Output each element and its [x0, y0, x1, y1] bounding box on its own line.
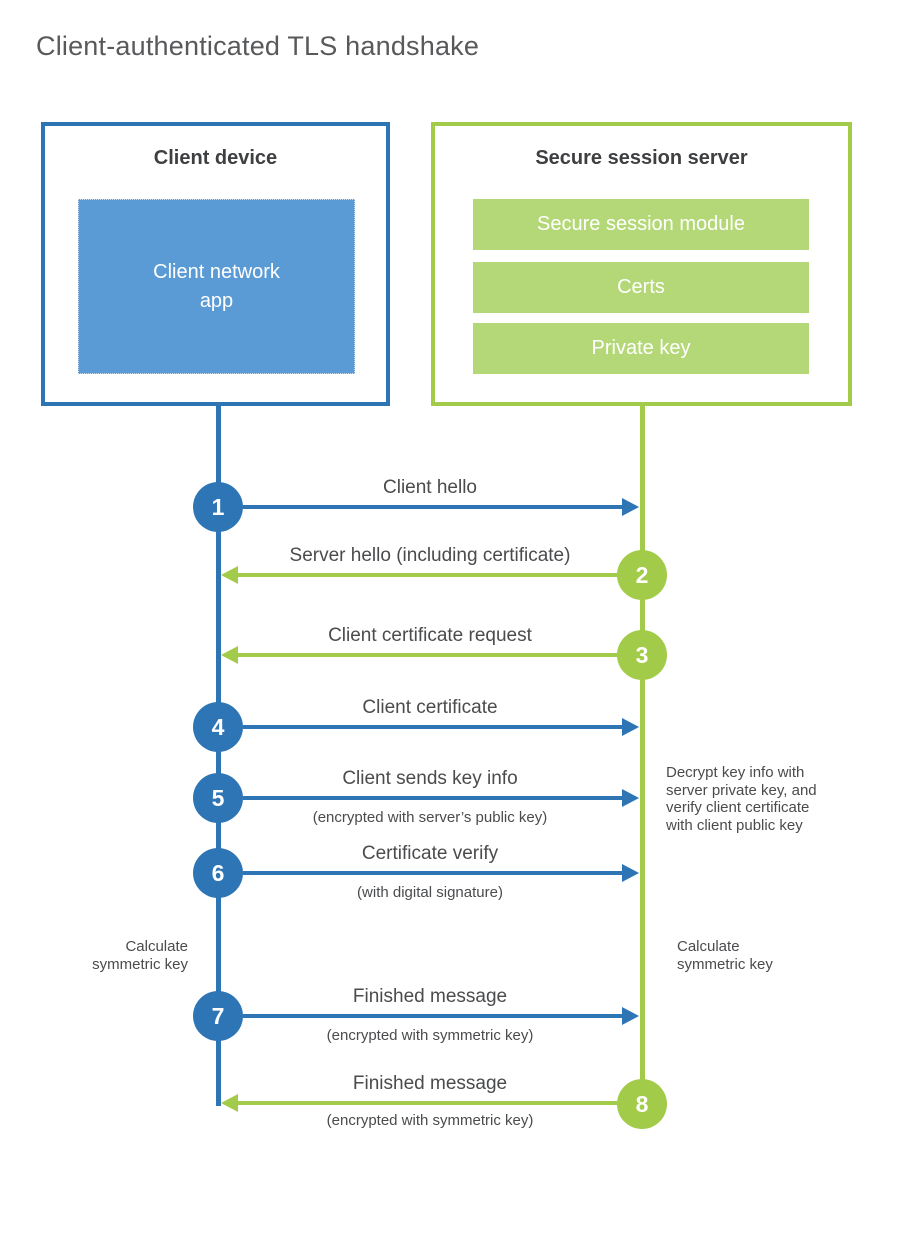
step-3-label: Client certificate request: [328, 625, 532, 646]
arrow-shaft: [243, 871, 625, 875]
arrow-head-icon: [622, 1007, 639, 1025]
step-4-label: Client certificate: [362, 697, 498, 718]
arrow-head-icon: [221, 646, 238, 664]
step-6-circle: 6: [193, 848, 243, 898]
arrow-head-icon: [622, 498, 639, 516]
page-title: Client-authenticated TLS handshake: [36, 31, 480, 61]
step-8-arrow: [221, 1094, 617, 1112]
step-8-label: Finished message: [352, 1073, 508, 1094]
server-module-private-key: Private key: [473, 323, 809, 374]
arrow-head-icon: [622, 789, 639, 807]
step-2-label: Server hello (including certificate): [289, 545, 571, 566]
step-6-label: Certificate verify: [361, 843, 499, 864]
arrow-shaft: [235, 653, 617, 657]
server-module-certs: Certs: [473, 262, 809, 313]
step-8-circle: 8: [617, 1079, 667, 1129]
step-7-sublabel: (encrypted with symmetric key): [326, 1027, 534, 1044]
server-decrypt-note: Decrypt key info with server private key…: [666, 764, 817, 835]
arrow-head-icon: [622, 864, 639, 882]
arrow-head-icon: [221, 1094, 238, 1112]
server-lifeline: [640, 406, 645, 1106]
arrow-shaft: [243, 725, 625, 729]
step-3-circle: 3: [617, 630, 667, 680]
arrow-shaft: [235, 573, 617, 577]
arrow-shaft: [243, 505, 625, 509]
step-6-arrow: [243, 864, 639, 882]
client-device-title: Client device: [153, 147, 278, 169]
client-calculate-note: Calculate symmetric key: [92, 938, 188, 973]
step-4-circle: 4: [193, 702, 243, 752]
step-5-label: Client sends key info: [342, 768, 518, 789]
arrow-shaft: [243, 796, 625, 800]
secure-session-server-title: Secure session server: [535, 147, 748, 169]
arrow-head-icon: [622, 718, 639, 736]
step-2-arrow: [221, 566, 617, 584]
step-1-circle: 1: [193, 482, 243, 532]
client-lifeline: [216, 406, 221, 1106]
server-calculate-note: Calculate symmetric key: [677, 938, 773, 973]
step-7-arrow: [243, 1007, 639, 1025]
step-6-sublabel: (with digital signature): [357, 884, 503, 901]
step-4-arrow: [243, 718, 639, 736]
step-7-label: Finished message: [352, 986, 508, 1007]
step-3-arrow: [221, 646, 617, 664]
server-module-secure-session: Secure session module: [473, 199, 809, 250]
step-1-arrow: [243, 498, 639, 516]
step-2-circle: 2: [617, 550, 667, 600]
arrow-shaft: [235, 1101, 617, 1105]
step-8-sublabel: (encrypted with symmetric key): [326, 1112, 534, 1129]
client-network-app-box: Client network app: [78, 199, 355, 374]
step-5-sublabel: (encrypted with server’s public key): [312, 809, 548, 826]
arrow-shaft: [243, 1014, 625, 1018]
step-5-circle: 5: [193, 773, 243, 823]
step-1-label: Client hello: [383, 477, 477, 498]
step-5-arrow: [243, 789, 639, 807]
arrow-head-icon: [221, 566, 238, 584]
step-7-circle: 7: [193, 991, 243, 1041]
